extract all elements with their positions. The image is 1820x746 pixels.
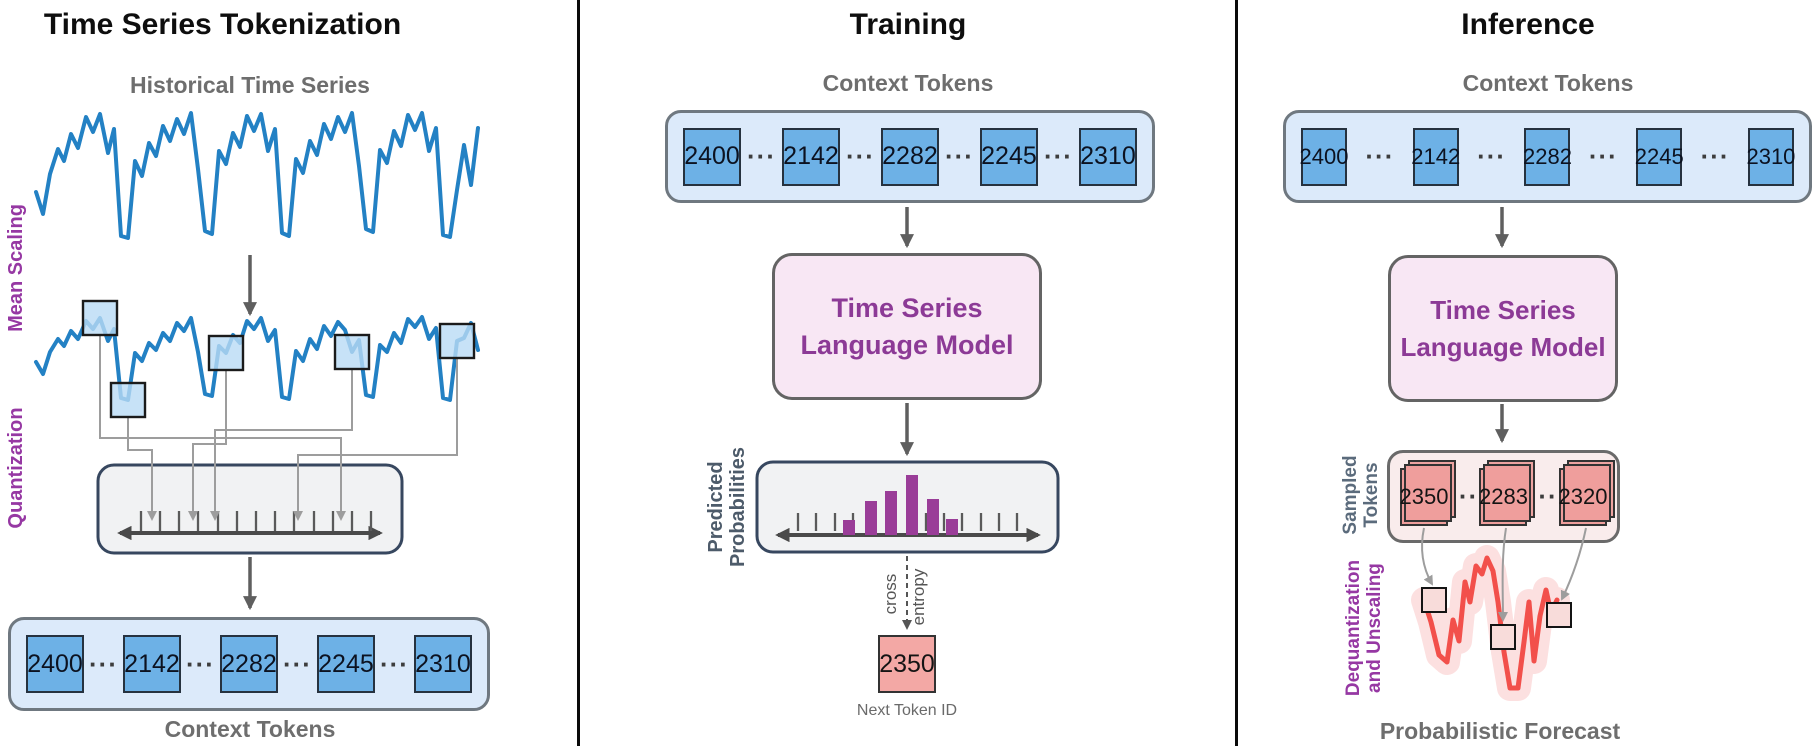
mean-scaling-text: Mean Scaling	[5, 204, 27, 332]
mean-scaling-label: Mean Scaling	[3, 198, 29, 338]
next-token-box: 2350	[878, 635, 936, 693]
sampled-tokens-label: Sampled Tokens	[1339, 450, 1383, 540]
model-label-line1: Time Series	[1430, 294, 1576, 325]
ellipsis: ···	[944, 141, 974, 171]
token: 2310	[413, 635, 472, 693]
quantization-text: Quantization	[5, 407, 27, 529]
ellipsis: ···	[1477, 141, 1507, 171]
token: 2245	[316, 635, 375, 693]
ellipsis: ···	[1588, 141, 1618, 171]
probabilistic-forecast-label: Probabilistic Forecast	[1379, 718, 1621, 744]
sampled-token-card: 2350	[1400, 467, 1448, 526]
time-series-language-model-training: Time Series Language Model	[772, 253, 1042, 400]
token: 2400	[26, 635, 84, 693]
historical-series-label: Historical Time Series	[130, 72, 370, 98]
probabilistic-forecast-line	[1421, 555, 1560, 691]
token: 2245	[979, 127, 1038, 186]
probability-ticks	[796, 513, 1019, 531]
token: 2400	[1300, 127, 1348, 186]
dequantization-label-line2: and Unscaling	[1364, 563, 1385, 693]
sampled-label-line2: Tokens	[1361, 462, 1382, 528]
panel-divider-2	[1235, 0, 1238, 746]
token: 2282	[880, 127, 939, 186]
sampled-token-card: 2283	[1479, 467, 1528, 526]
ellipsis: ···	[185, 648, 215, 679]
token: 2282	[219, 635, 278, 693]
model-label-line2: Language Model	[800, 329, 1014, 360]
sampled-label-line1: Sampled	[1340, 455, 1361, 535]
quantization-bin-ticks	[139, 511, 373, 531]
historical-time-series-line	[34, 111, 480, 240]
sampled-tokens-container: 2350 ··· 2283 ··· 2320	[1387, 450, 1620, 543]
forecast-uncertainty-band	[1411, 545, 1570, 701]
ellipsis: ···	[89, 648, 118, 679]
token: 2282	[1523, 127, 1572, 186]
ellipsis: ···	[1043, 141, 1073, 171]
dequantization-label: Dequantization and Unscaling	[1342, 553, 1386, 703]
model-label-line2: Language Model	[1400, 331, 1606, 362]
tokenization-title: Time Series Tokenization	[43, 8, 402, 41]
token: 2310	[1746, 127, 1795, 186]
context-tokens-label-inference: Context Tokens	[1462, 70, 1634, 96]
quantization-box	[96, 463, 404, 555]
ellipsis: ···	[282, 648, 312, 679]
training-title: Training	[849, 8, 967, 41]
token: 2142	[1411, 127, 1460, 186]
token: 2245	[1635, 127, 1684, 186]
token: 2142	[781, 127, 840, 186]
forecast-sample-squares	[1421, 587, 1572, 650]
sampled-token-card: 2320	[1559, 467, 1607, 526]
dequantization-label-line1: Dequantization	[1343, 559, 1364, 697]
quantization-connectors	[99, 335, 458, 521]
ellipsis: ···	[379, 648, 409, 679]
ellipsis: ···	[1700, 141, 1730, 171]
ellipsis: ···	[1365, 141, 1395, 171]
model-label-line1: Time Series	[831, 292, 983, 323]
context-tokens-container-inference: 2400 ··· 2142 ··· 2282 ··· 2245 ··· 2310	[1283, 110, 1812, 203]
token: 2310	[1078, 127, 1137, 186]
time-series-language-model-inference: Time Series Language Model	[1388, 255, 1618, 402]
inference-title: Inference	[1461, 8, 1595, 41]
context-tokens-label-training: Context Tokens	[822, 70, 994, 96]
sample-highlight-squares	[81, 299, 476, 419]
ellipsis: ···	[747, 141, 776, 171]
predicted-label-line1: Predicted	[705, 461, 727, 553]
token: 2400	[683, 127, 741, 186]
panel-divider-1	[577, 0, 580, 746]
scaled-time-series-line	[34, 315, 480, 402]
context-tokens-container-training: 2400 ··· 2142 ··· 2282 ··· 2245 ··· 2310	[665, 110, 1155, 203]
predicted-label-line2: Probabilities	[727, 446, 749, 568]
predicted-probabilities-box	[755, 460, 1060, 554]
context-tokens-label-tokenization: Context Tokens	[164, 716, 336, 742]
token: 2142	[122, 635, 181, 693]
next-token-id-label: Next Token ID	[856, 702, 958, 719]
predicted-probabilities-label: Predicted Probabilities	[704, 442, 750, 572]
ellipsis: ···	[845, 141, 875, 171]
entropy-label: entropy	[909, 568, 928, 626]
cross-label: cross	[881, 573, 900, 615]
context-tokens-container-tokenization: 2400 ··· 2142 ··· 2282 ··· 2245 ··· 2310	[8, 617, 490, 711]
quantization-label: Quantization	[3, 398, 29, 538]
probability-bars	[843, 475, 958, 535]
